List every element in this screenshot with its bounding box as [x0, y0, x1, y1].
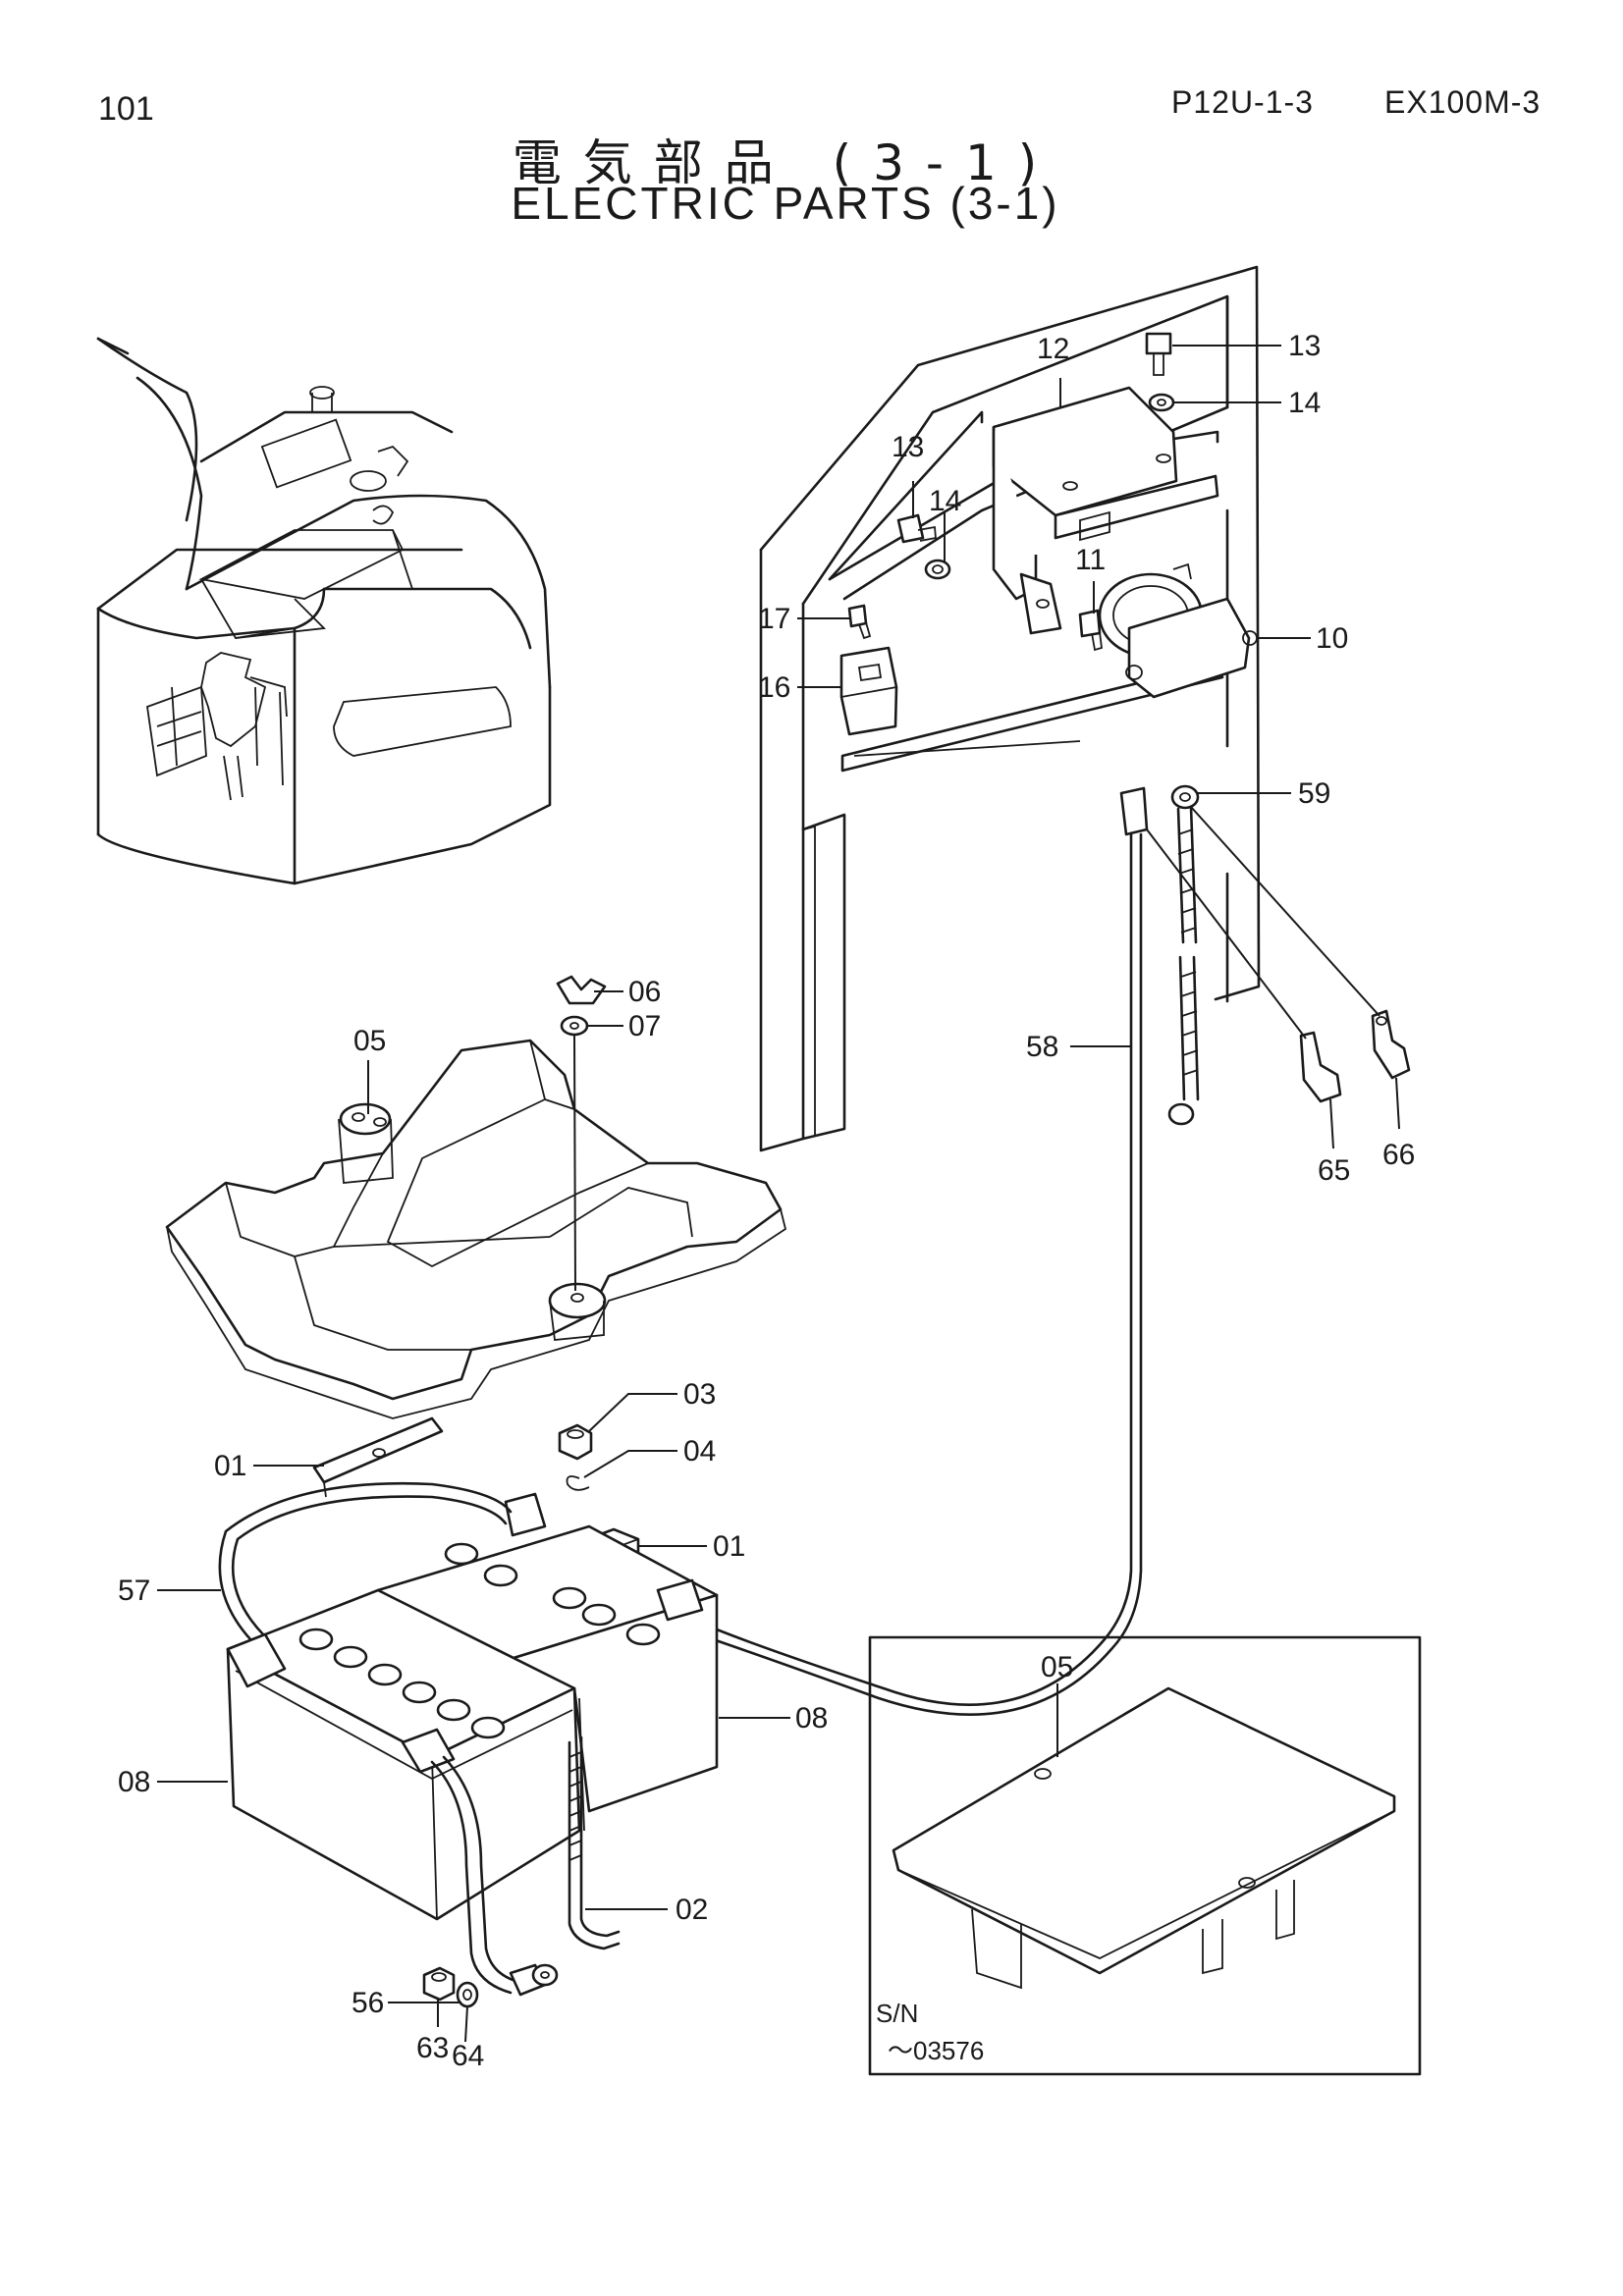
callout-labels: 13 12 14 13 14 11 17 10 16 59 06 07 05 5… — [118, 330, 1415, 2072]
callout-17: 17 — [758, 603, 790, 635]
machine-overview-illustration — [96, 337, 552, 885]
inset-serial-range: ～03576 — [888, 2036, 984, 2065]
callout-56: 56 — [352, 1987, 384, 2019]
callout-58: 58 — [1026, 1031, 1058, 1063]
callout-07: 07 — [628, 1010, 661, 1042]
washer-14-left — [924, 559, 951, 580]
callout-14: 14 — [929, 485, 961, 517]
battery-tray-05-early-variant — [892, 1686, 1396, 1990]
callout-10: 10 — [1316, 622, 1348, 655]
callout-08: 08 — [795, 1702, 828, 1735]
washer-07 — [560, 1015, 589, 1037]
screw-11 — [1078, 609, 1103, 652]
hold-down-plate-01-left — [312, 1416, 444, 1498]
nut-63 — [422, 1966, 456, 2002]
callout-12: 12 — [1037, 333, 1069, 365]
nut-03 — [558, 1423, 593, 1461]
title-japanese: 電気部品 (3-1) — [512, 134, 1059, 191]
callout-03: 03 — [683, 1378, 716, 1411]
callout-63: 63 — [416, 2032, 449, 2064]
callout-01: 01 — [214, 1450, 246, 1482]
relay-16 — [839, 646, 898, 736]
rear-frame-panel — [759, 265, 1261, 1152]
bolt-13-upper — [1145, 332, 1172, 376]
inset-serial-label: S/N — [876, 1999, 918, 2028]
callout-66: 66 — [1382, 1139, 1415, 1171]
battery-rear-caps — [444, 1542, 661, 1646]
callout-14: 14 — [1288, 387, 1321, 419]
inset-detail-box: S/N ～03576 — [868, 1635, 1422, 2076]
callout-13: 13 — [892, 431, 924, 463]
tray-bolt-axis — [573, 1035, 576, 1292]
callout-65: 65 — [1318, 1154, 1350, 1187]
callout-06: 06 — [628, 976, 661, 1008]
ground-cable-59 — [1167, 784, 1200, 1126]
callout-02: 02 — [676, 1894, 708, 1926]
callout-16: 16 — [758, 671, 790, 704]
wing-nut-06 — [556, 975, 607, 1005]
battery-08-front — [226, 1588, 581, 1921]
callout-59: 59 — [1298, 777, 1330, 810]
title-english: ELECTRIC PARTS (3-1) — [511, 178, 1060, 229]
buzzer-10 — [1098, 562, 1258, 699]
bolt-13-left — [896, 513, 937, 544]
callout-05: 05 — [1041, 1651, 1073, 1683]
connecting-cable-57 — [218, 1481, 513, 1641]
ground-rod-02 — [568, 1735, 621, 1950]
battery-tray-05 — [165, 1039, 787, 1419]
page-number: 101 — [98, 90, 154, 128]
screw-17 — [847, 604, 872, 640]
callout-57: 57 — [118, 1575, 150, 1607]
callout-01: 01 — [713, 1530, 745, 1563]
callout-05: 05 — [353, 1025, 386, 1057]
terminal-cover-66 — [1371, 1009, 1411, 1080]
callout-08: 08 — [118, 1766, 150, 1798]
ground-cable-58 — [711, 786, 1149, 1716]
relay-box-12 — [992, 386, 1219, 635]
callout-11: 11 — [1075, 544, 1106, 576]
washer-14-upper — [1148, 393, 1175, 412]
callout-04: 04 — [683, 1435, 716, 1468]
model-code: EX100M-3 — [1384, 84, 1542, 120]
callout-13: 13 — [1288, 330, 1321, 362]
callout-64: 64 — [452, 2040, 484, 2072]
terminal-cover-65 — [1299, 1031, 1342, 1103]
leader-lines — [157, 345, 1400, 2043]
lock-washer-04 — [566, 1475, 590, 1491]
figure-code: P12U-1-3 — [1171, 84, 1314, 120]
battery-front-caps — [298, 1628, 506, 1739]
battery-cable-56 — [430, 1755, 559, 1997]
